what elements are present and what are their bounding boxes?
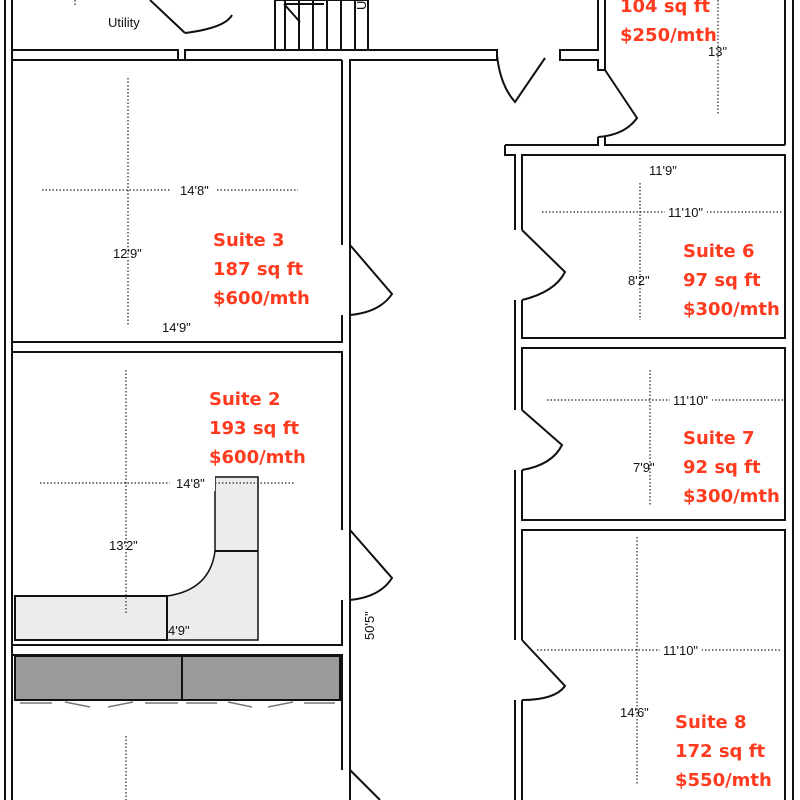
stairs xyxy=(274,0,369,51)
suite-2-label: Suite 2 193 sq ft $600/mth xyxy=(209,385,306,472)
suite-4-price: $250/mth xyxy=(620,25,717,46)
stairs-label: Up xyxy=(354,0,369,10)
suite-3-height: 12'9" xyxy=(113,246,142,261)
suite-3-bottom: 14'9" xyxy=(162,320,191,335)
dimension-lines xyxy=(40,0,785,800)
walls xyxy=(4,0,794,800)
suite-6-label: Suite 6 97 sq ft $300/mth xyxy=(683,237,780,324)
suite-2-area: 193 sq ft xyxy=(209,418,300,439)
suite-3-label: Suite 3 187 sq ft $600/mth xyxy=(213,226,310,313)
suite-8-label: Suite 8 172 sq ft $550/mth xyxy=(675,708,772,795)
suite-2-price: $600/mth xyxy=(209,447,306,468)
suite-6-name: Suite 6 xyxy=(683,241,755,262)
suite-6-top: 11'9" xyxy=(649,163,677,178)
suite-2-counter: 4'9" xyxy=(168,623,190,638)
suite-7-name: Suite 7 xyxy=(683,428,755,449)
suite-6-area: 97 sq ft xyxy=(683,270,761,291)
suite-3-area: 187 sq ft xyxy=(213,259,304,280)
suite-8-price: $550/mth xyxy=(675,770,772,791)
suite-2-width: 14'8" xyxy=(176,476,205,491)
suite-4-dim: 13" xyxy=(708,44,727,59)
suite-4-area: 104 sq ft xyxy=(620,0,711,17)
suite-7-label: Suite 7 92 sq ft $300/mth xyxy=(683,424,780,511)
suite-3-width: 14'8" xyxy=(180,183,209,198)
suite-6-height: 8'2" xyxy=(628,273,650,288)
dimension-labels: Utility Up 13" 14'8" 12'9" 14'9" 14'8" 1… xyxy=(108,0,727,720)
suite-7-height: 7'9" xyxy=(633,460,655,475)
suite-4-label: 104 sq ft $250/mth xyxy=(620,0,717,50)
suite-8-width: 11'10" xyxy=(663,643,698,658)
counter xyxy=(14,476,259,641)
suite-8-height: 14'6" xyxy=(620,705,649,720)
suite-3-name: Suite 3 xyxy=(213,230,285,251)
suite-6-price: $300/mth xyxy=(683,299,780,320)
suite-2-height: 13'2" xyxy=(109,538,138,553)
utility-label: Utility xyxy=(108,15,140,30)
suite-8-area: 172 sq ft xyxy=(675,741,766,762)
suite-7-area: 92 sq ft xyxy=(683,457,761,478)
suite-3-price: $600/mth xyxy=(213,288,310,309)
suite-6-width: 11'10" xyxy=(668,205,703,220)
suite-7-width: 11'10" xyxy=(673,393,708,408)
closet xyxy=(14,655,341,708)
doors xyxy=(149,0,639,800)
suite-8-name: Suite 8 xyxy=(675,712,747,733)
corridor-length: 50'5" xyxy=(362,611,377,640)
suite-2-name: Suite 2 xyxy=(209,389,281,410)
suite-7-price: $300/mth xyxy=(683,486,780,507)
